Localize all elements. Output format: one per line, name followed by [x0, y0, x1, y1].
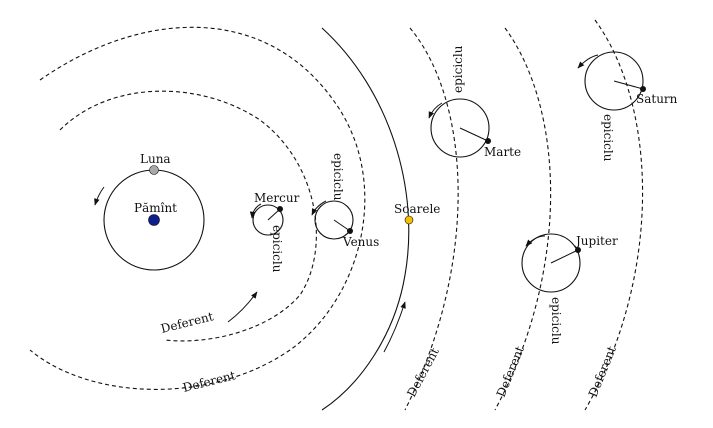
jupiter-epicycle	[521, 233, 581, 293]
arrow-deferent	[227, 291, 258, 323]
mercury-marker	[277, 206, 283, 212]
saturn-radius	[613, 80, 644, 90]
mars-marker	[485, 138, 491, 144]
mars-deferent-orbit	[404, 27, 459, 411]
moon-marker	[149, 165, 159, 175]
arrow-venus	[311, 200, 327, 216]
deferent-label-jupiter: Deferent	[494, 344, 527, 399]
deferent-label-saturn: Deferent	[586, 344, 619, 399]
arrow-jupiter	[525, 235, 546, 247]
jupiter-epicycle-label: epiciclu	[549, 297, 563, 345]
saturn-epicycle	[584, 51, 644, 111]
saturn-epicycle-label: epiciclu	[601, 114, 615, 162]
earth-label: Pămînt	[134, 201, 177, 215]
moon-label: Luna	[140, 152, 171, 166]
deferent-label-sun: Deferent	[404, 345, 442, 399]
jupiter-radius	[550, 249, 579, 264]
mercury-epicycle-label: epiciclu	[270, 225, 284, 273]
saturn-label: Saturn	[636, 92, 678, 106]
mercury-epicycle	[252, 204, 284, 236]
mars-label: Marte	[484, 145, 521, 159]
venus-marker	[347, 228, 353, 234]
sun-deferent-orbit	[321, 27, 410, 411]
mars-radius	[459, 127, 489, 142]
arrow-mercury	[249, 203, 262, 219]
deferent-label-outer: Deferent	[181, 368, 237, 395]
deferent-orbit-outer	[29, 26, 366, 390]
venus-epicycle	[314, 200, 354, 240]
arrow-sun-orbit	[383, 301, 406, 353]
mercury-label: Mercur	[254, 191, 300, 205]
arrow-saturn	[577, 54, 599, 69]
deferent-orbit-inner	[59, 90, 317, 342]
sun-marker	[404, 215, 414, 225]
mars-epicycle-label: epiciclu	[451, 45, 465, 93]
venus-epicycle-label: epiciclu	[331, 153, 345, 201]
jupiter-label: Jupiter	[574, 234, 618, 248]
mars-epicycle	[430, 98, 490, 158]
earth-marker	[148, 214, 160, 226]
deferent-label-inner: Deferent	[159, 309, 215, 336]
venus-radius	[333, 219, 351, 232]
saturn-marker	[640, 86, 646, 92]
jupiter-marker	[575, 247, 581, 253]
jupiter-deferent-orbit	[494, 27, 552, 411]
arrow-moon-orbit	[94, 186, 105, 206]
venus-label: Venus	[342, 235, 379, 249]
arrow-mars	[428, 102, 443, 119]
saturn-deferent-orbit	[584, 19, 644, 411]
sun-label: Soarele	[394, 202, 440, 216]
